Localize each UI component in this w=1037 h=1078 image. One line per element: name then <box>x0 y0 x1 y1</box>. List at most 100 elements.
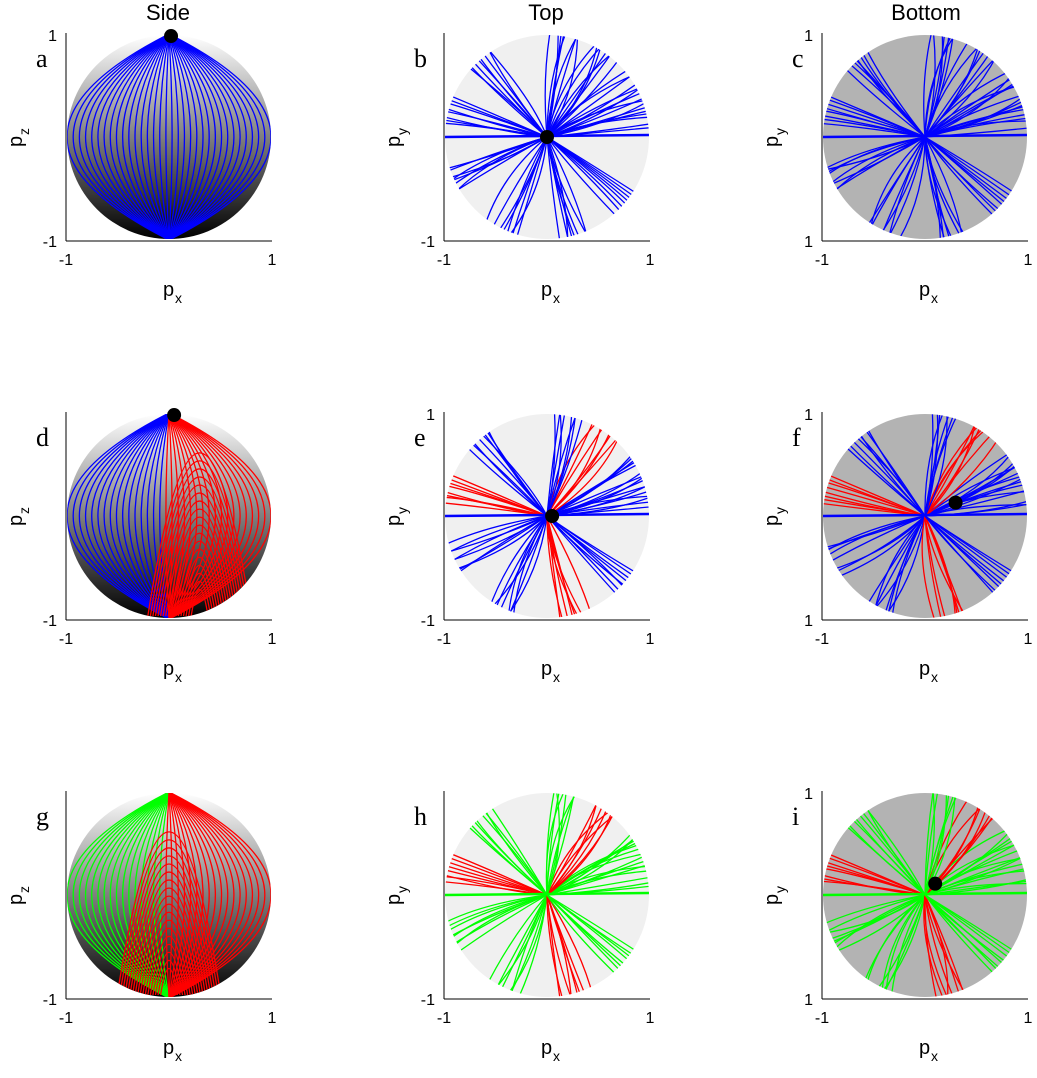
trajectory <box>445 97 548 138</box>
trajectory <box>157 484 242 617</box>
svg-text:y: y <box>394 128 410 135</box>
trajectory <box>546 92 649 138</box>
x-axis-label: p <box>919 279 930 301</box>
trajectory <box>823 136 926 188</box>
trajectory <box>501 894 548 997</box>
panel-letter: e <box>414 423 426 452</box>
trajectory <box>109 35 170 239</box>
x-axis-subscript: x <box>553 1048 560 1064</box>
trajectory <box>445 515 548 553</box>
trajectory <box>182 565 217 617</box>
svg-text:y: y <box>772 128 788 135</box>
trajectory <box>823 121 926 138</box>
x-tick-right: 1 <box>1024 631 1033 648</box>
panel-letter: a <box>36 44 48 73</box>
trajectory <box>823 93 926 138</box>
trajectory <box>175 540 224 617</box>
svg-text:p: p <box>5 136 27 147</box>
svg-text:p: p <box>383 515 405 526</box>
y-axis-label: py <box>383 128 410 147</box>
panel-letter: c <box>792 44 804 73</box>
svg-text:y: y <box>772 507 788 514</box>
trajectory <box>924 136 966 239</box>
trajectory <box>546 894 587 997</box>
x-tick-left: -1 <box>815 252 829 269</box>
trajectory <box>128 35 170 239</box>
y-tick-bottom: -1 <box>421 234 435 251</box>
x-axis-subscript: x <box>553 290 560 306</box>
trajectory <box>103 414 170 618</box>
y-tick-top: 1 <box>804 407 813 424</box>
trajectory <box>924 35 961 138</box>
trajectory <box>445 107 548 138</box>
trajectory <box>159 968 179 996</box>
svg-text:y: y <box>772 886 788 893</box>
trajectory <box>121 414 170 618</box>
trajectory <box>116 831 222 996</box>
trajectory <box>168 414 186 618</box>
trajectory <box>823 515 926 567</box>
trajectory <box>546 414 564 517</box>
trajectory <box>924 85 1027 138</box>
trajectory <box>823 851 926 896</box>
x-tick-left: -1 <box>437 1010 451 1027</box>
trajectory <box>445 891 649 897</box>
trajectory <box>168 793 266 997</box>
trajectory <box>546 793 564 896</box>
y-axis-label: py <box>383 507 410 526</box>
trajectory <box>168 414 217 618</box>
trajectory <box>445 851 548 896</box>
trajectory <box>168 414 229 618</box>
y-tick-bottom: -1 <box>421 613 435 630</box>
trajectory <box>146 35 170 239</box>
trajectory <box>924 515 951 618</box>
x-tick-left: -1 <box>815 1010 829 1027</box>
column-title-top: Top <box>528 0 564 25</box>
trajectory <box>168 35 173 239</box>
trajectory-lines <box>67 793 271 997</box>
panel-letter: i <box>792 802 799 831</box>
column-title-bottom: Bottom <box>891 0 961 25</box>
trajectory <box>445 495 548 517</box>
trajectory <box>168 793 235 997</box>
trajectory <box>546 136 564 239</box>
trajectory <box>889 136 926 239</box>
trajectory <box>144 919 194 996</box>
trajectory <box>546 101 649 138</box>
y-axis-label: py <box>761 128 788 147</box>
trajectory <box>159 492 240 617</box>
svg-text:p: p <box>5 894 27 905</box>
trajectory <box>924 414 939 517</box>
trajectory <box>157 960 181 996</box>
trajectory <box>924 414 934 517</box>
trajectory <box>168 414 179 618</box>
trajectory <box>126 863 212 996</box>
trajectory <box>115 414 170 618</box>
trajectory <box>168 414 253 618</box>
trajectory <box>67 35 170 239</box>
trajectory <box>152 35 170 239</box>
trajectory <box>168 35 241 239</box>
trajectory <box>511 136 548 239</box>
trajectory <box>168 414 210 618</box>
y-axis-label: py <box>761 507 788 526</box>
trajectory <box>72 35 170 239</box>
trajectory <box>823 97 926 138</box>
trajectory <box>147 452 253 617</box>
trajectory <box>823 133 1027 139</box>
trajectory <box>924 468 1027 517</box>
trajectory <box>823 476 926 517</box>
sphere-disc <box>67 414 271 618</box>
trajectory <box>97 414 170 618</box>
trajectory <box>78 35 170 239</box>
x-axis-subscript: x <box>553 669 560 685</box>
trajectory <box>445 894 548 932</box>
trajectory <box>165 793 170 997</box>
trajectory <box>445 481 548 517</box>
x-tick-right: 1 <box>646 631 655 648</box>
y-tick-top: 1 <box>426 407 435 424</box>
trajectory <box>506 894 548 997</box>
